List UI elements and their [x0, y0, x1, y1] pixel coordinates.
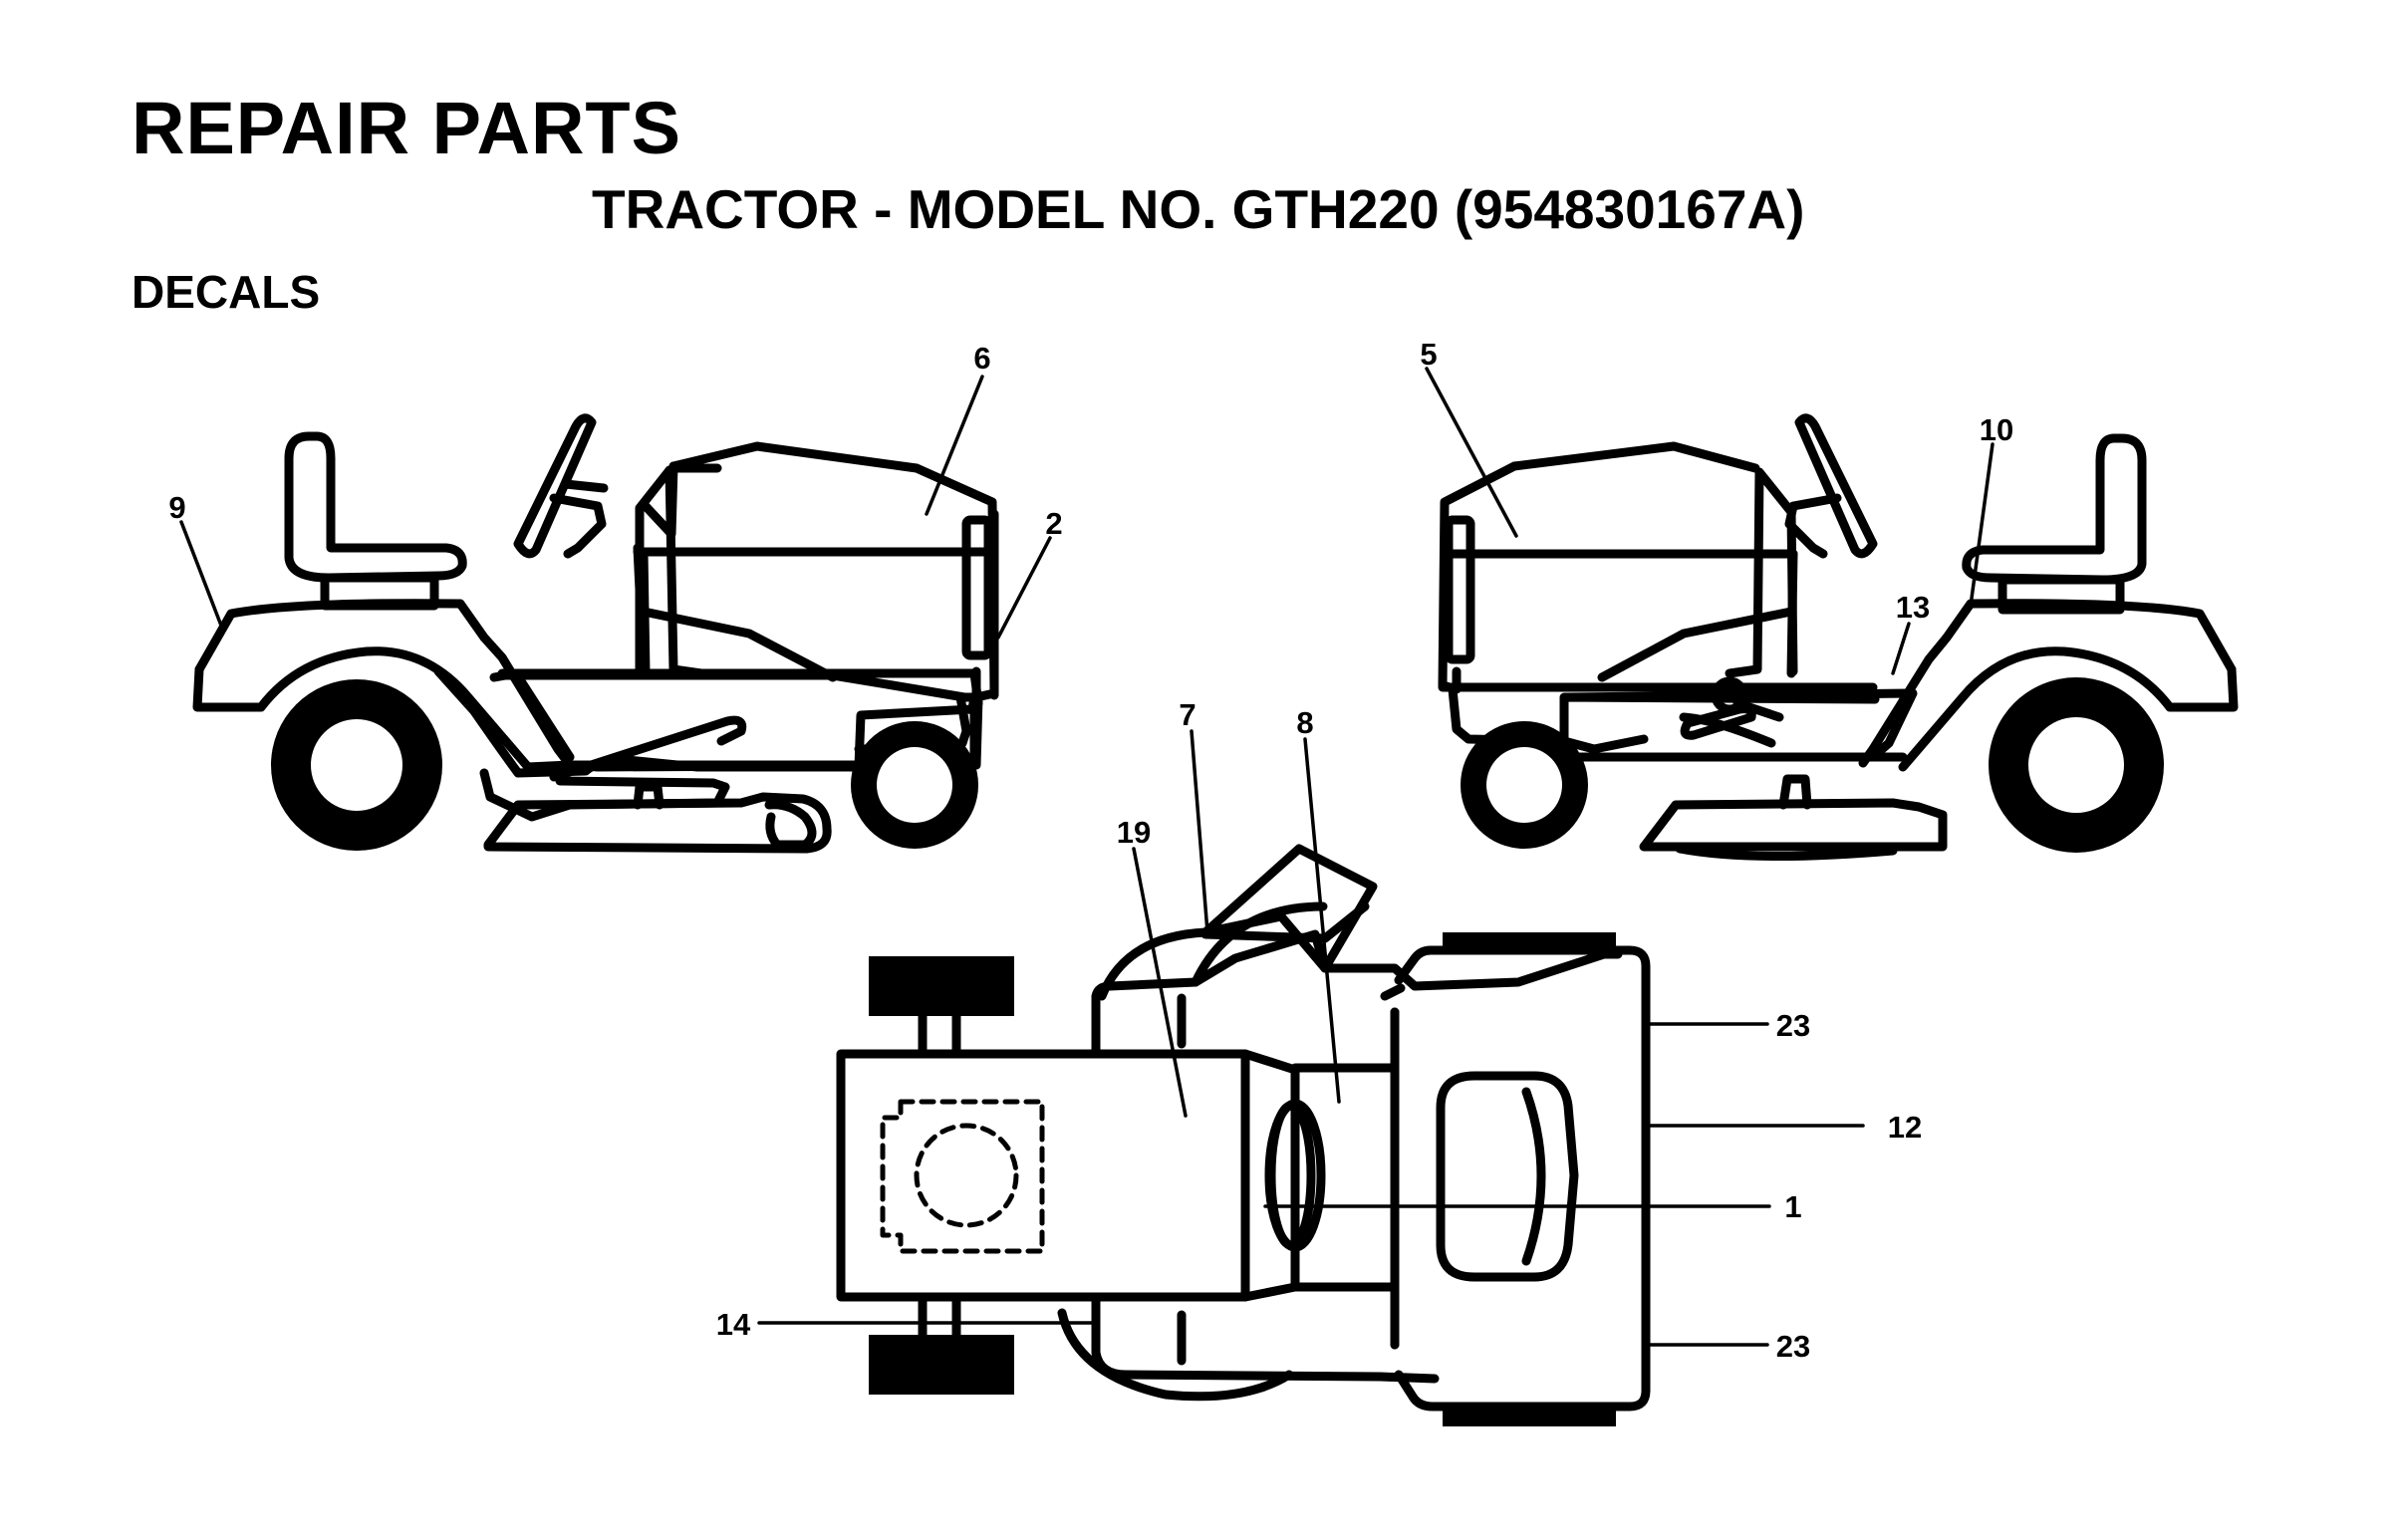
callout-12: 12	[1888, 1110, 1922, 1145]
callout-9: 9	[168, 490, 185, 525]
tractor-left-side-view	[192, 413, 999, 854]
callout-13: 13	[1896, 590, 1930, 625]
tractor-top-view	[836, 844, 1651, 1426]
callout-23-bottom: 23	[1776, 1329, 1810, 1364]
callout-19: 19	[1117, 815, 1151, 850]
callout-8: 8	[1296, 705, 1313, 740]
leader-lines	[179, 367, 1995, 1347]
callout-23-top: 23	[1776, 1008, 1810, 1043]
section-heading: DECALS	[132, 266, 321, 318]
model-subtitle: TRACTOR - MODEL NO. GTH220 (954830167A)	[592, 178, 1805, 240]
callout-10: 10	[1980, 412, 2013, 447]
callout-7: 7	[1179, 697, 1196, 732]
callout-14: 14	[716, 1307, 751, 1342]
callout-5: 5	[1420, 337, 1437, 372]
callout-6: 6	[973, 341, 990, 376]
page-title: REPAIR PARTS	[132, 87, 681, 169]
tractor-right-side-view	[1438, 413, 2239, 862]
callout-1: 1	[1784, 1189, 1801, 1224]
callout-2: 2	[1045, 506, 1062, 541]
